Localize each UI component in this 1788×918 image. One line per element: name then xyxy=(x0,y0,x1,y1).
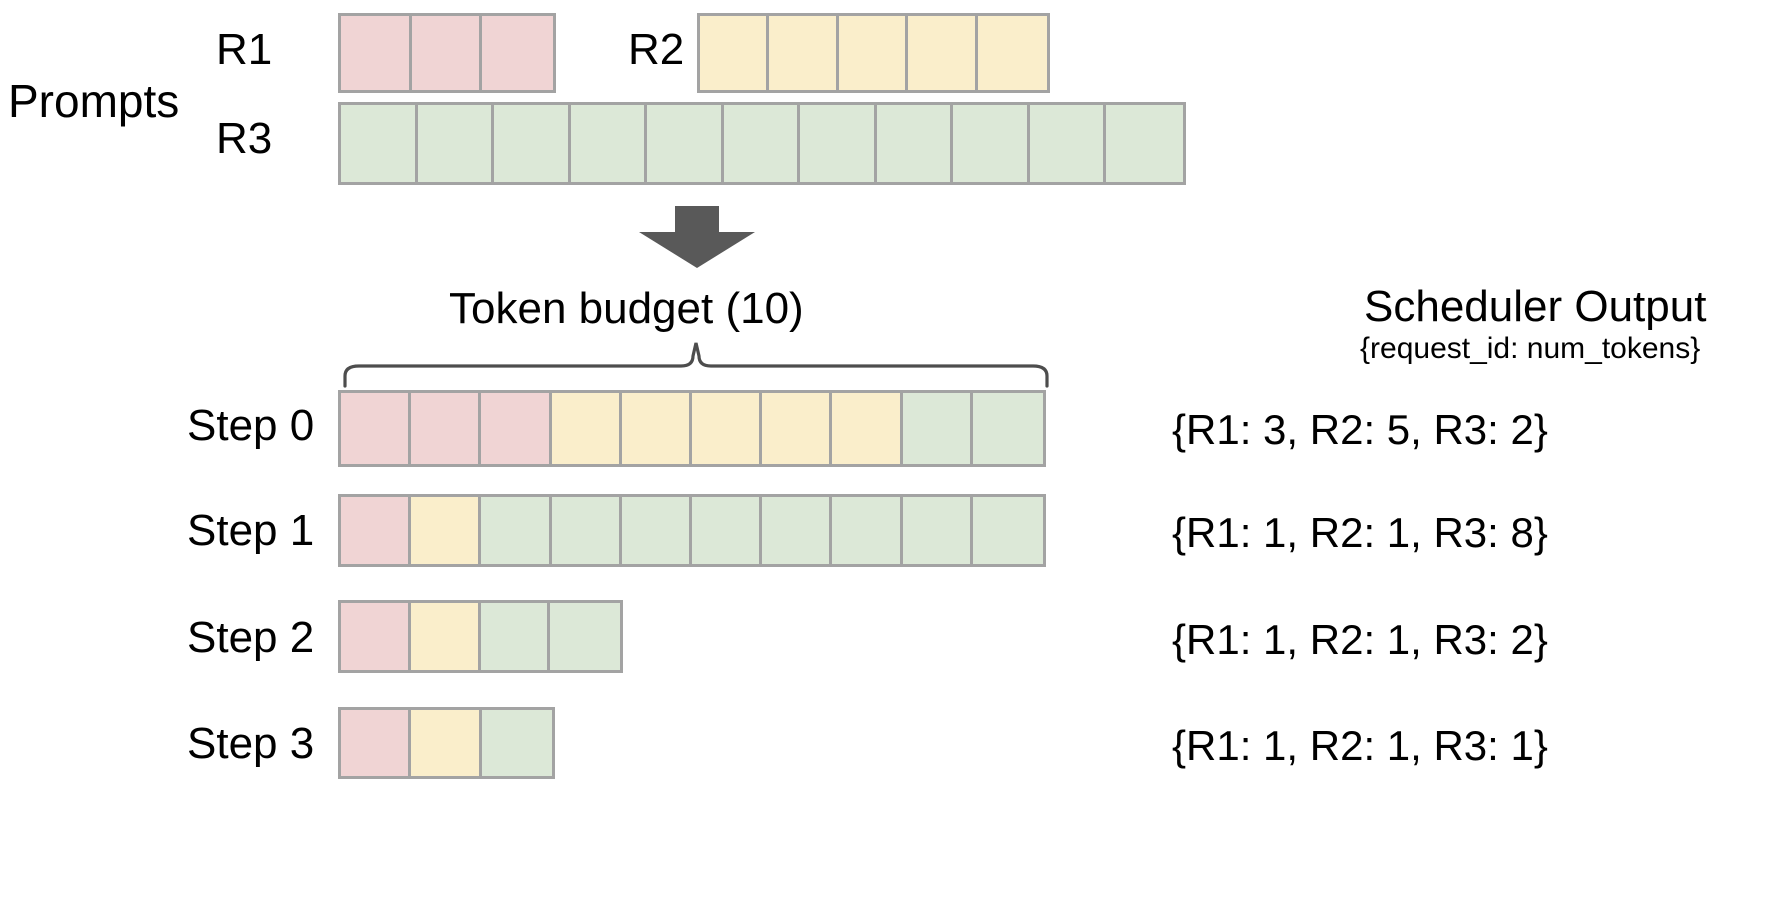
token-cell xyxy=(482,16,553,90)
token-budget-title: Token budget (10) xyxy=(449,284,804,333)
token-cell xyxy=(341,497,412,564)
token-cell xyxy=(832,393,903,464)
token-cell xyxy=(551,393,622,464)
token-cell xyxy=(481,497,552,564)
step-label-0: Step 0 xyxy=(187,401,315,450)
token-cell xyxy=(691,497,763,564)
request-label-r1: R1 xyxy=(216,25,273,74)
token-cell xyxy=(341,710,412,776)
token-cell xyxy=(341,603,411,670)
token-cell xyxy=(762,497,833,564)
prompt-strip-r1 xyxy=(338,13,556,93)
token-cell xyxy=(902,393,973,464)
scheduler-output-row-0: {R1: 3, R2: 5, R3: 2} xyxy=(1172,406,1548,453)
token-cell xyxy=(550,603,620,670)
token-cell xyxy=(411,393,482,464)
token-cell xyxy=(411,497,482,564)
scheduler-output-row-3: {R1: 1, R2: 1, R3: 1} xyxy=(1172,722,1548,769)
token-cell xyxy=(621,497,692,564)
token-budget-brace xyxy=(340,340,1052,388)
down-arrow-icon xyxy=(637,206,757,268)
token-cell xyxy=(876,105,954,182)
token-cell xyxy=(832,497,903,564)
token-cell xyxy=(481,393,552,464)
token-cell xyxy=(691,393,763,464)
token-cell xyxy=(481,710,552,776)
token-cell xyxy=(1029,105,1107,182)
token-cell xyxy=(341,393,412,464)
prompt-strip-r3 xyxy=(338,102,1186,185)
token-cell xyxy=(908,16,978,90)
token-cell xyxy=(480,603,551,670)
token-cell xyxy=(647,105,724,182)
token-cell xyxy=(410,603,481,670)
token-cell xyxy=(977,16,1047,90)
token-cell xyxy=(972,393,1043,464)
token-cell xyxy=(838,16,909,90)
token-cell xyxy=(411,710,482,776)
step-strip-2 xyxy=(338,600,623,673)
token-cell xyxy=(972,497,1043,564)
token-cell xyxy=(723,105,801,182)
token-cell xyxy=(902,497,973,564)
prompt-strip-r2 xyxy=(697,13,1050,93)
scheduler-output-subtitle: {request_id: num_tokens} xyxy=(1360,332,1701,365)
scheduler-output-title: Scheduler Output xyxy=(1364,282,1707,331)
token-cell xyxy=(1106,105,1183,182)
request-label-r3: R3 xyxy=(216,114,273,163)
token-cell xyxy=(341,105,418,182)
token-cell xyxy=(551,497,622,564)
token-cell xyxy=(570,105,648,182)
scheduler-output-row-2: {R1: 1, R2: 1, R3: 2} xyxy=(1172,616,1548,663)
token-cell xyxy=(953,105,1030,182)
token-cell xyxy=(800,105,877,182)
token-cell xyxy=(411,16,483,90)
token-cell xyxy=(417,105,495,182)
token-cell xyxy=(700,16,770,90)
token-cell xyxy=(769,16,839,90)
token-cell xyxy=(494,105,571,182)
step-strip-1 xyxy=(338,494,1046,567)
token-cell xyxy=(621,393,692,464)
step-strip-3 xyxy=(338,707,555,779)
token-cell xyxy=(341,16,412,90)
step-label-1: Step 1 xyxy=(187,506,315,555)
prompts-section-label: Prompts xyxy=(8,75,180,127)
step-strip-0 xyxy=(338,390,1046,467)
step-label-3: Step 3 xyxy=(187,719,315,768)
scheduler-output-row-1: {R1: 1, R2: 1, R3: 8} xyxy=(1172,509,1548,556)
request-label-r2: R2 xyxy=(628,25,685,74)
token-cell xyxy=(762,393,833,464)
step-label-2: Step 2 xyxy=(187,613,315,662)
